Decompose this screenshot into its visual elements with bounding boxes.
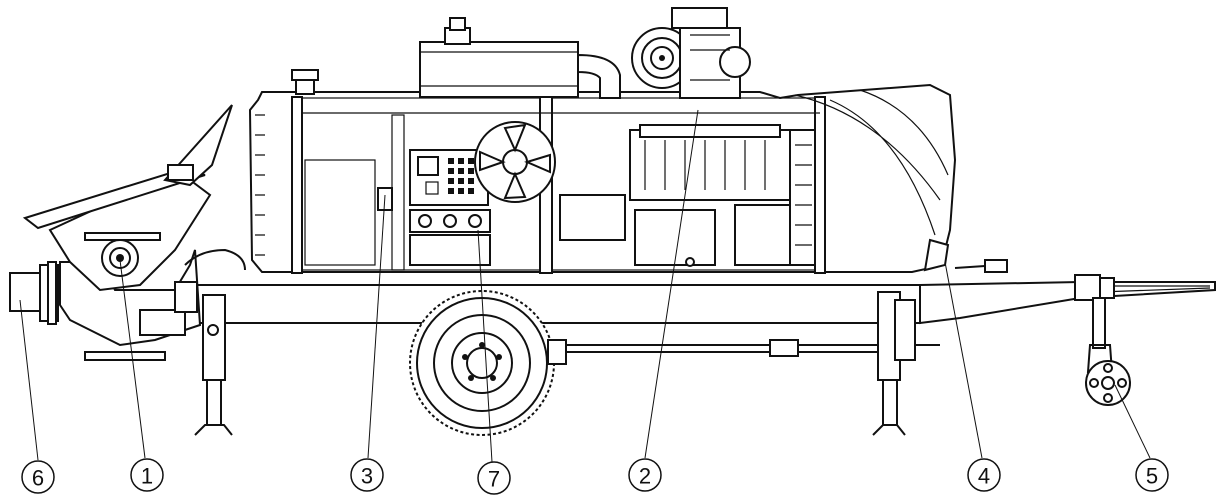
hopper-assembly <box>9 104 233 361</box>
callout-6: 6 <box>21 460 55 494</box>
callout-7: 7 <box>477 461 511 495</box>
callout-5: 5 <box>1135 458 1169 492</box>
hydraulic-lines <box>184 248 1008 273</box>
road-wheel <box>409 290 567 436</box>
callout-1-label: 1 <box>141 464 153 489</box>
callout-3-label: 3 <box>361 464 373 489</box>
callout-1: 1 <box>130 458 164 492</box>
front-outrigger <box>194 294 233 436</box>
callout-3: 3 <box>350 458 384 492</box>
callout-5-label: 5 <box>1146 464 1158 489</box>
callout-2: 2 <box>628 458 662 492</box>
leader-lines <box>19 109 1151 463</box>
rear-outrigger <box>872 291 916 436</box>
callout-4: 4 <box>967 458 1001 492</box>
callout-7-label: 7 <box>488 467 500 492</box>
chassis-frame <box>184 281 1216 357</box>
machine-housing <box>248 83 957 274</box>
callout-2-label: 2 <box>639 464 651 489</box>
cooling-fan <box>474 121 556 203</box>
diesel-engine <box>559 124 816 267</box>
top-components <box>291 7 751 99</box>
callout-6-label: 6 <box>32 466 44 491</box>
callout-4-label: 4 <box>978 464 990 489</box>
